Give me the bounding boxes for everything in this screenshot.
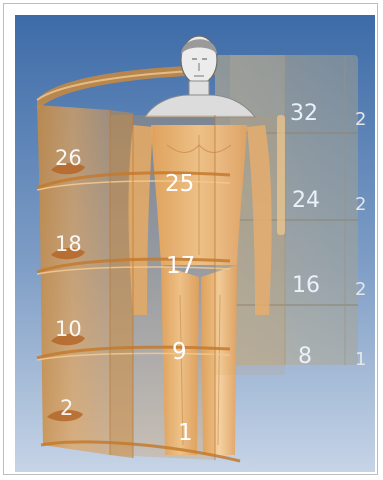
highlight-strip xyxy=(277,115,285,235)
zoned-body-cylinder-diagram: 26 18 10 2 25 17 9 1 32 24 16 8 2 2 2 1 xyxy=(15,15,375,472)
zone-label-26: 26 xyxy=(55,146,82,170)
zone-label-24: 24 xyxy=(292,188,320,213)
zone-label-16: 16 xyxy=(292,273,320,298)
zone-label-32: 32 xyxy=(290,101,318,126)
zone-label-10: 10 xyxy=(55,317,82,341)
edge-mark-4: 1 xyxy=(355,349,366,370)
zone-label-17: 17 xyxy=(166,253,195,279)
edge-mark-2: 2 xyxy=(355,194,366,215)
zone-label-9: 9 xyxy=(172,339,187,365)
zone-label-2: 2 xyxy=(60,396,73,420)
zone-label-8: 8 xyxy=(298,344,312,369)
zone-label-1: 1 xyxy=(178,420,193,446)
figure-frame: 26 18 10 2 25 17 9 1 32 24 16 8 2 2 2 1 xyxy=(3,3,378,475)
zone-label-18: 18 xyxy=(55,232,82,256)
zone-label-25: 25 xyxy=(165,171,194,197)
edge-mark-3: 2 xyxy=(355,279,366,300)
edge-mark-1: 2 xyxy=(355,109,366,130)
